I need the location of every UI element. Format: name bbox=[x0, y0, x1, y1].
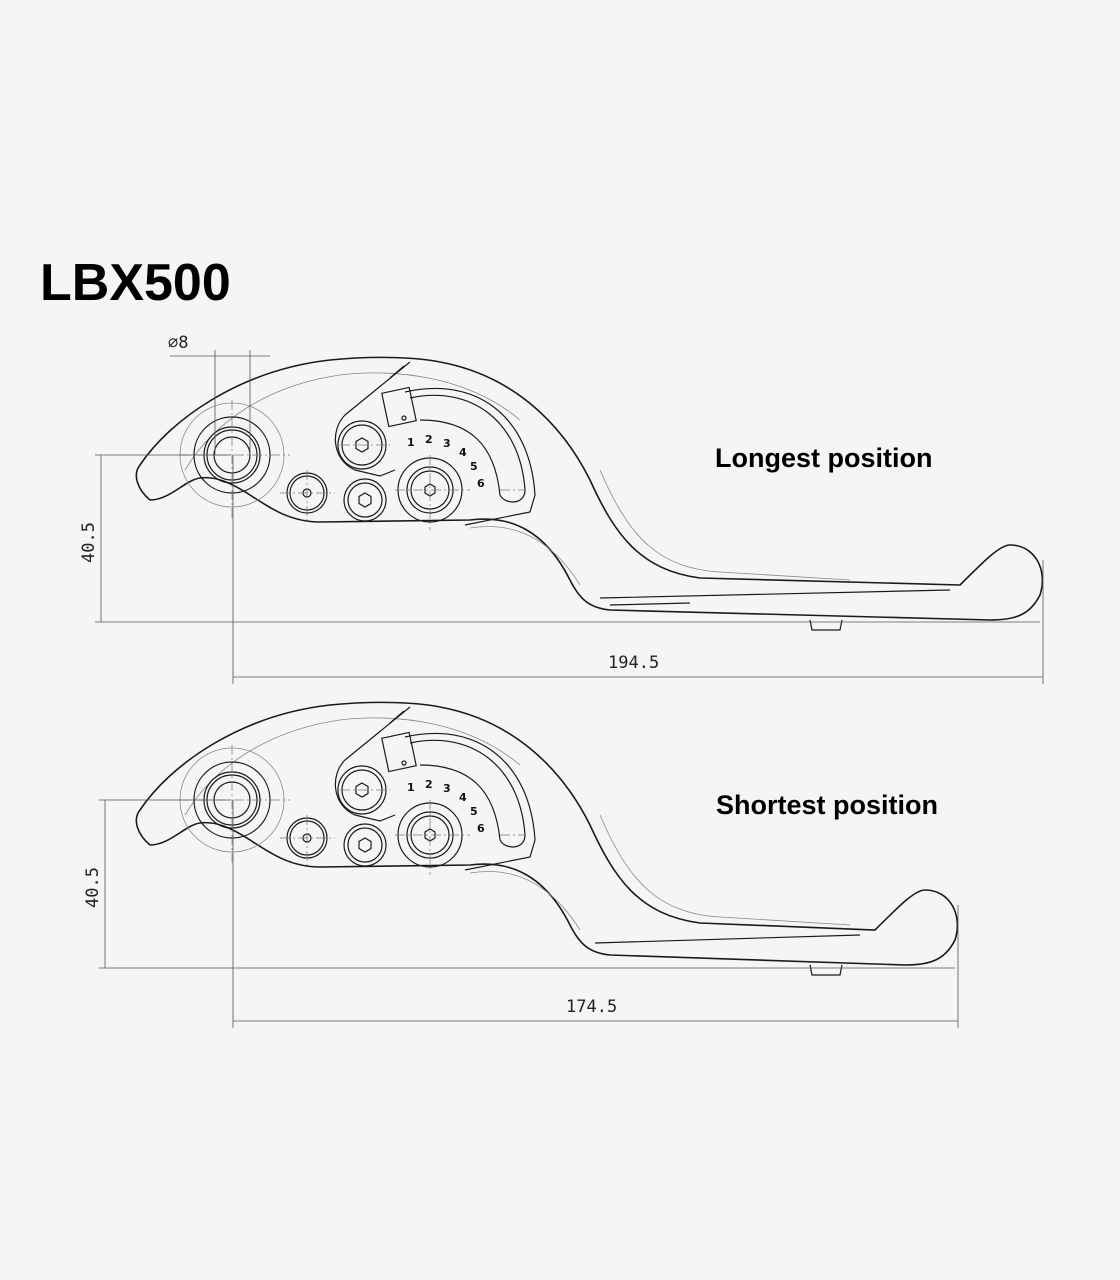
svg-text:4: 4 bbox=[459, 446, 467, 459]
lever-shortest: 1 2 3 4 5 6 bbox=[135, 701, 959, 976]
svg-text:5: 5 bbox=[470, 460, 478, 473]
height-label-longest: 40.5 bbox=[79, 522, 99, 563]
svg-text:3: 3 bbox=[443, 782, 451, 795]
model-title: LBX500 bbox=[40, 254, 231, 312]
longest-position-label: Longest position bbox=[715, 443, 932, 473]
svg-text:2: 2 bbox=[425, 433, 433, 446]
length-label-shortest: 174.5 bbox=[566, 997, 617, 1017]
svg-text:3: 3 bbox=[443, 437, 451, 450]
svg-text:1: 1 bbox=[407, 436, 415, 449]
dimensions-shortest: 40.5 174.5 bbox=[83, 799, 959, 1028]
svg-text:2: 2 bbox=[425, 778, 433, 791]
adjuster-dial-numbers: 1 2 3 4 5 6 bbox=[407, 778, 485, 835]
adjuster-dial-numbers: 1 2 3 4 5 6 bbox=[407, 433, 485, 490]
dimensions-longest: ∅8 40.5 194.5 bbox=[79, 333, 1044, 684]
svg-text:5: 5 bbox=[470, 805, 478, 818]
svg-text:4: 4 bbox=[459, 791, 467, 804]
lever-longest: 1 2 3 4 5 6 bbox=[135, 356, 1044, 631]
svg-text:6: 6 bbox=[477, 822, 485, 835]
height-label-shortest: 40.5 bbox=[83, 867, 103, 908]
length-label-longest: 194.5 bbox=[608, 653, 659, 673]
lever-outline bbox=[135, 701, 959, 966]
diameter-label: ∅8 bbox=[168, 333, 188, 353]
svg-text:6: 6 bbox=[477, 477, 485, 490]
shortest-position-label: Shortest position bbox=[716, 790, 938, 820]
lever-outline bbox=[135, 356, 1044, 621]
svg-text:1: 1 bbox=[407, 781, 415, 794]
